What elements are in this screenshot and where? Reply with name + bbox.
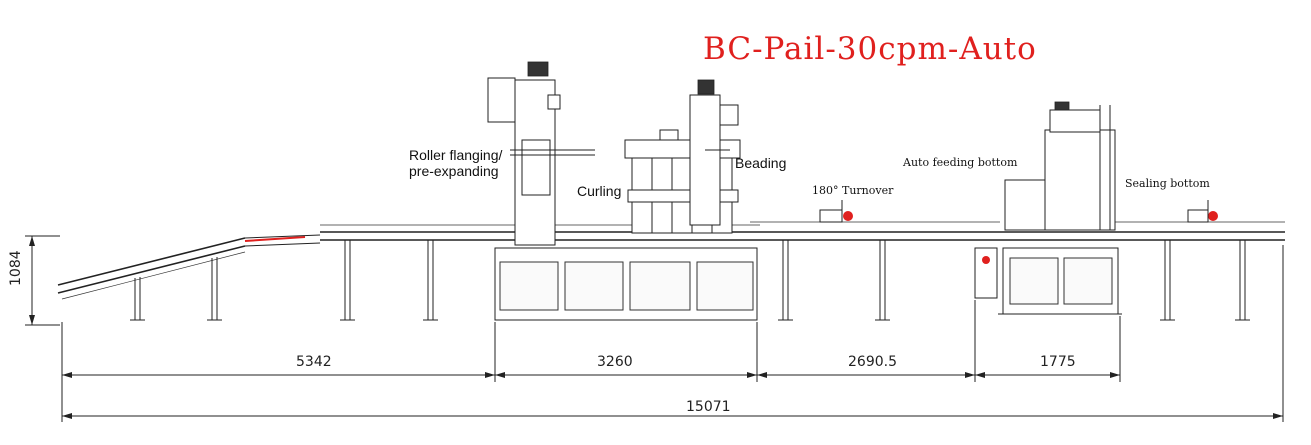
inclined-conveyor xyxy=(57,234,321,321)
label-roller-flanging-1: Roller flanging/ xyxy=(409,147,502,163)
dimension-seg4: 1775 xyxy=(1040,354,1076,370)
label-curling: Curling xyxy=(577,183,621,199)
bottom-machine xyxy=(974,101,1122,315)
dimension-seg1: 5342 xyxy=(296,354,332,370)
sealing-head xyxy=(1187,200,1218,223)
segment-dimensions xyxy=(61,245,1284,422)
label-auto-feeding-bottom: Auto feeding bottom xyxy=(902,156,1018,169)
drawing-title: BC-Pail-30cpm-Auto xyxy=(703,31,1037,67)
turnover-unit xyxy=(819,200,853,223)
dimension-seg2: 3260 xyxy=(597,354,633,370)
dimension-total: 15071 xyxy=(686,399,731,415)
label-sealing-bottom: Sealing bottom xyxy=(1125,177,1210,190)
dimension-height: 1084 xyxy=(8,250,24,286)
label-beading: Beading xyxy=(735,155,786,171)
conveyor-rail xyxy=(320,221,1285,321)
label-turnover: 180° Turnover xyxy=(812,184,894,197)
label-roller-flanging-2: pre-expanding xyxy=(409,163,499,179)
forming-machine xyxy=(487,61,758,321)
dimension-seg3: 2690.5 xyxy=(848,354,897,370)
height-dimension xyxy=(25,235,60,326)
